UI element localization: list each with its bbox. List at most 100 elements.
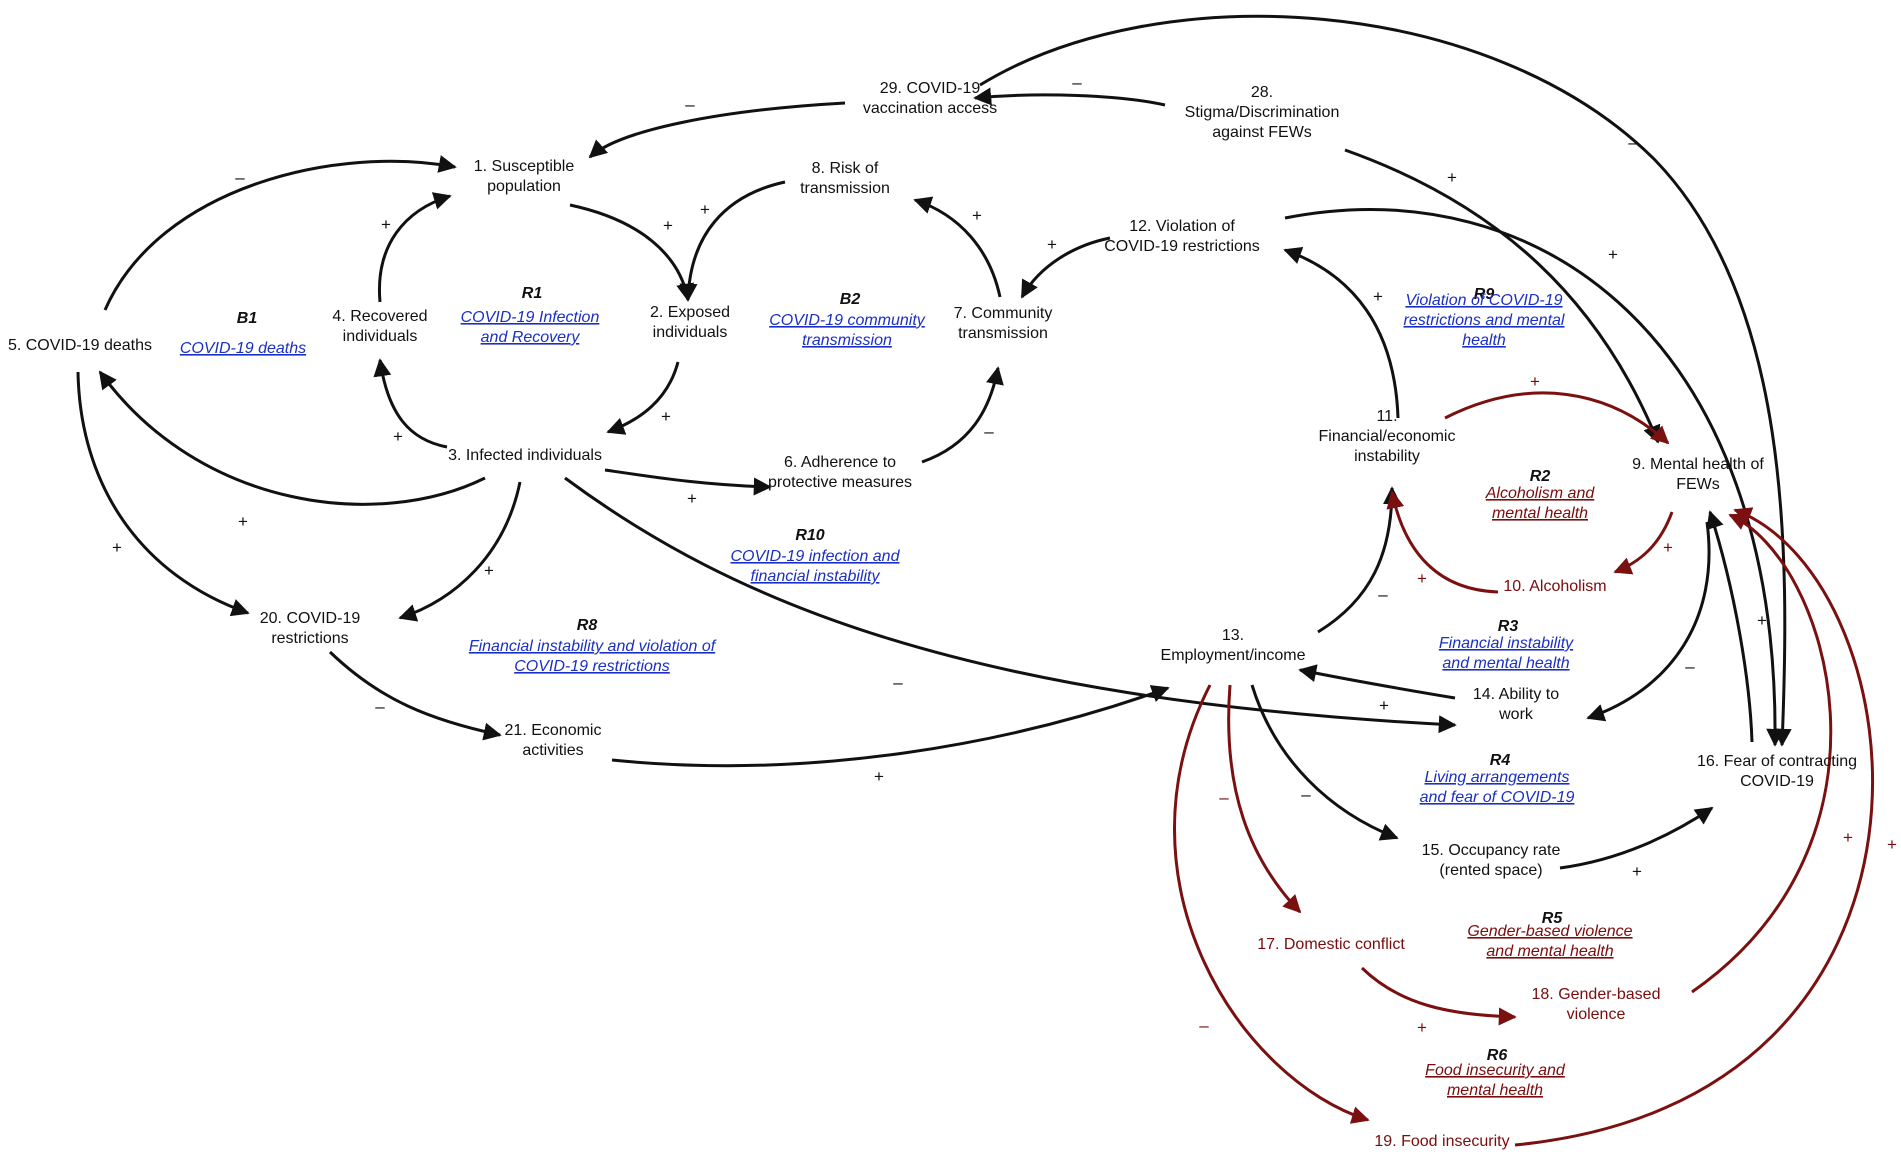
node-17-domestic-conflict: 17. Domestic conflict — [1257, 936, 1405, 953]
polarity-20-to-21: – — [375, 697, 385, 716]
polarity-6-to-7: – — [984, 422, 994, 441]
loop-r5-name: Gender-based violence and mental health — [1467, 923, 1632, 960]
polarity-3-to-4: + — [393, 427, 403, 446]
text-line: protective measures — [768, 474, 912, 491]
edge-28-to-29 — [973, 87, 1166, 107]
edge-10-to-11 — [1386, 490, 1499, 594]
text-line: COVID-19 community — [769, 312, 926, 329]
polarity-18-to-9: + — [1843, 828, 1853, 847]
text-line: work — [1498, 706, 1534, 723]
edge-6-to-7 — [921, 366, 1004, 464]
text-line: Financial/economic — [1319, 428, 1456, 445]
text-line: transmission — [958, 325, 1048, 342]
text-line: 20. COVID-19 — [260, 610, 361, 627]
text-line: instability — [1354, 448, 1420, 465]
edge-2-to-3 — [606, 361, 680, 435]
node-10-alcoholism: 10. Alcoholism — [1503, 578, 1606, 595]
loop-r6-id: R6 — [1487, 1047, 1508, 1064]
text-line: 15. Occupancy rate — [1422, 842, 1561, 859]
node-5-covid-deaths: 5. COVID-19 deaths — [8, 337, 152, 354]
loop-r4-id: R4 — [1490, 752, 1511, 769]
text-line: 18. Gender-based — [1532, 986, 1661, 1003]
text-line: Violation of COVID-19 — [1405, 292, 1562, 309]
text-line: 1. Susceptible — [474, 158, 575, 175]
polarity-11-to-12: + — [1373, 287, 1383, 306]
text-line: COVID-19 — [1740, 773, 1814, 790]
edge-17-to-18 — [1360, 966, 1517, 1026]
edge-3-to-20 — [398, 481, 522, 622]
edge-28-to-9 — [1344, 148, 1661, 444]
polarity-2-to-3: + — [661, 407, 671, 426]
text-line: 14. Ability to — [1473, 686, 1559, 703]
text-line: 6. Adherence to — [784, 454, 896, 471]
text-line: COVID-19 restrictions — [514, 658, 670, 675]
edge-9-to-14 — [1586, 521, 1711, 722]
polarity-1-to-2: + — [663, 216, 673, 235]
text-line: COVID-19 deaths — [180, 340, 306, 357]
edge-16-to-9 — [1706, 510, 1754, 743]
text-line: transmission — [800, 180, 890, 197]
text-line: restrictions — [271, 630, 348, 647]
text-line: FEWs — [1676, 476, 1720, 493]
text-line: and fear of COVID-19 — [1420, 789, 1575, 806]
polarity-signs: – – – + + + + + + + + – + + + – + – + – … — [112, 73, 1897, 1037]
text-line: 13. — [1222, 627, 1244, 644]
loop-r9-id: R9 — [1474, 286, 1495, 303]
edge-19-to-9 — [1514, 507, 1874, 1147]
edge-29-to-1 — [588, 101, 846, 159]
edge-13-to-19 — [1173, 684, 1370, 1124]
polarity-3-to-14: – — [893, 673, 903, 692]
polarity-15-to-16: + — [1632, 862, 1642, 881]
polarity-29-to-1: – — [685, 95, 695, 114]
polarity-12-to-7: + — [1047, 235, 1057, 254]
edge-21-to-13 — [611, 685, 1170, 768]
text-line: health — [1462, 332, 1506, 349]
text-line: 10. Alcoholism — [1503, 578, 1606, 595]
edge-9-to-10 — [1613, 511, 1674, 575]
text-line: activities — [522, 742, 583, 759]
text-line: population — [487, 178, 561, 195]
edge-29-to-16 — [979, 14, 1792, 747]
edge-3-to-6 — [604, 468, 772, 496]
polarity-19-to-9: + — [1887, 835, 1897, 854]
text-line: 9. Mental health of — [1632, 456, 1764, 473]
node-15-occupancy-rate: 15. Occupancy rate(rented space) — [1422, 842, 1561, 879]
polarity-9-to-10: + — [1663, 538, 1673, 557]
polarity-3-to-6: + — [687, 489, 697, 508]
polarity-11-to-9: + — [1530, 372, 1540, 391]
edge-18-to-9 — [1691, 513, 1833, 994]
edge-20-to-21 — [328, 650, 502, 741]
text-line: 29. COVID-19 — [880, 80, 981, 97]
polarity-4-to-1: + — [381, 215, 391, 234]
text-line: and mental health — [1486, 943, 1613, 960]
node-20-covid-restrictions: 20. COVID-19 restrictions — [260, 610, 361, 647]
text-line: Employment/income — [1161, 647, 1306, 664]
edge-13-to-17 — [1227, 684, 1302, 914]
edge-8-to-2 — [679, 180, 786, 302]
polarity-5-to-20: + — [112, 538, 122, 557]
polarity-7-to-8: + — [972, 206, 982, 225]
text-line: Gender-based violence — [1467, 923, 1632, 940]
polarity-16-to-9: + — [1757, 611, 1767, 630]
edge-4-to-1 — [377, 192, 452, 303]
edge-13-to-11 — [1317, 486, 1401, 634]
text-line: 28. — [1251, 84, 1273, 101]
polarity-13-to-19: – — [1199, 1016, 1209, 1035]
loop-r2-id: R2 — [1530, 468, 1551, 485]
polarity-13-to-17: – — [1219, 788, 1229, 807]
node-14-ability-to-work: 14. Ability to work — [1473, 686, 1559, 723]
text-line: individuals — [653, 324, 728, 341]
loop-r3-id: R3 — [1498, 618, 1519, 635]
polarity-28-to-9: + — [1447, 168, 1457, 187]
